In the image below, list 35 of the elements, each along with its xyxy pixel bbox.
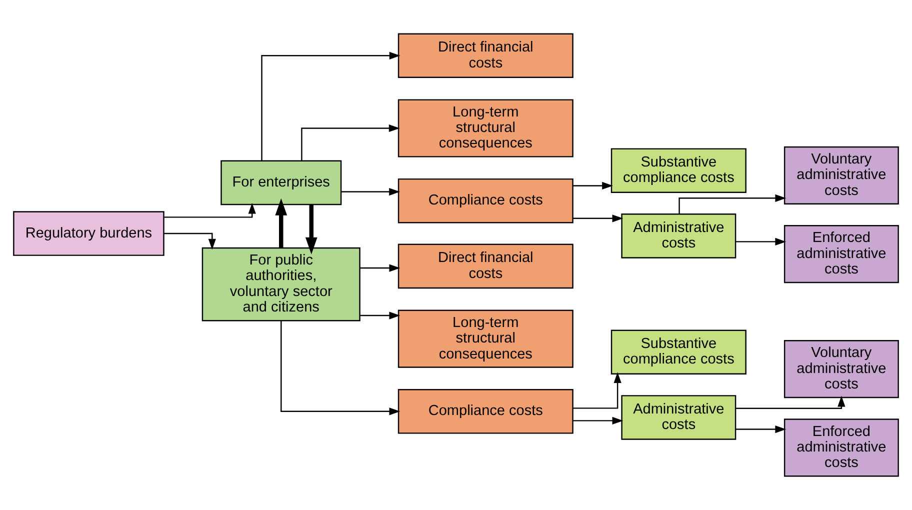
node-box: Voluntary administrative costs xyxy=(784,146,899,204)
arrow xyxy=(305,204,318,254)
arrow xyxy=(360,312,400,320)
node-box: For enterprises xyxy=(220,160,342,206)
arrow xyxy=(736,396,846,409)
arrow xyxy=(573,416,624,425)
node-box: Enforced administrative costs xyxy=(784,225,899,284)
node-box: Voluntary administrative costs xyxy=(784,340,899,398)
arrow xyxy=(341,188,400,196)
node-box: Substantive compliance costs xyxy=(610,148,746,193)
node-box: Substantive compliance costs xyxy=(610,330,746,374)
node-box: Compliance costs xyxy=(398,178,574,224)
arrow xyxy=(736,425,786,434)
node-box: Regulatory burdens xyxy=(13,211,164,256)
node-box: Compliance costs xyxy=(398,389,574,434)
node-box: Enforced administrative costs xyxy=(784,418,899,477)
arrow xyxy=(678,194,786,214)
arrow xyxy=(573,182,613,190)
arrow xyxy=(736,238,786,246)
arrow xyxy=(572,372,622,409)
arrow xyxy=(164,202,256,218)
arrow xyxy=(301,124,400,161)
node-box: Administrative costs xyxy=(621,395,736,440)
node-box: Long-term structural consequences xyxy=(398,99,574,158)
arrow xyxy=(280,320,400,416)
arrow xyxy=(164,232,216,250)
node-box: For public authorities, voluntary sector and citizens xyxy=(202,247,360,322)
node-box: Direct financial costs xyxy=(398,33,574,78)
arrow xyxy=(573,214,624,222)
node-box: Administrative costs xyxy=(621,214,736,258)
node-box: Long-term structural consequences xyxy=(398,310,574,368)
arrow xyxy=(261,52,400,161)
arrow xyxy=(360,264,400,272)
arrow xyxy=(275,198,288,248)
node-box: Direct financial costs xyxy=(398,244,574,289)
